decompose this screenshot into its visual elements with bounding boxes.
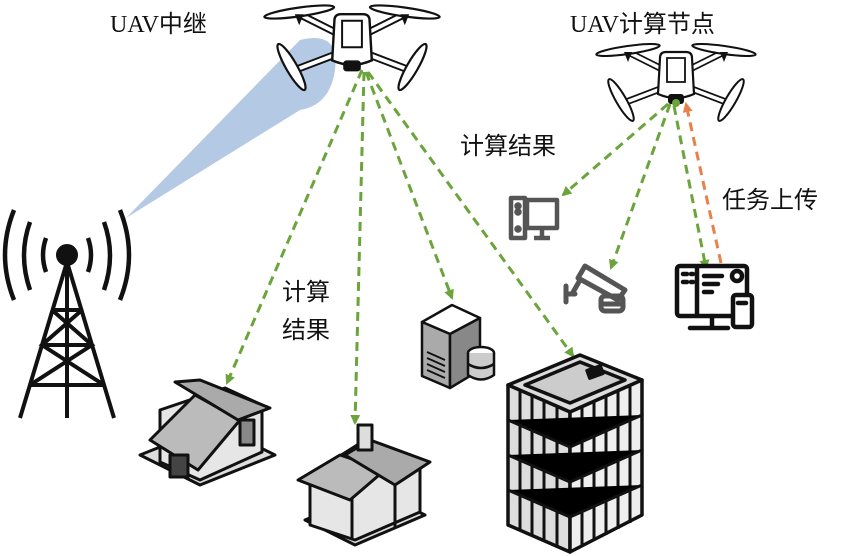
arrow-compute-to-pc bbox=[561, 102, 669, 197]
arrow-relay-to-building bbox=[366, 71, 575, 358]
uav-compute-label: UAV计算节点 bbox=[570, 12, 715, 38]
multi-device-icon bbox=[674, 263, 755, 331]
arrow-relay-to-house1 bbox=[225, 69, 364, 385]
compute-result-label-right: 计算结果 bbox=[460, 132, 556, 160]
relay-beam bbox=[126, 38, 336, 218]
server-icon bbox=[420, 303, 496, 390]
office-building-icon bbox=[506, 353, 644, 554]
uav-relay-label: UAV中继 bbox=[110, 12, 207, 38]
compute-result-label-left-line2: 结果 bbox=[282, 316, 330, 344]
arrow-relay-to-house2 bbox=[350, 71, 366, 425]
security-camera-icon bbox=[563, 263, 628, 314]
arrow-compute-to-device bbox=[672, 105, 710, 270]
arrow-device-to-compute-upload bbox=[682, 102, 723, 264]
desktop-pc-icon bbox=[508, 195, 560, 241]
task-upload-label: 任务上传 bbox=[722, 186, 818, 214]
compute-result-label-left-line1: 计算 bbox=[282, 278, 330, 306]
cell-tower-icon bbox=[2, 209, 132, 419]
arrow-relay-to-server bbox=[364, 71, 454, 300]
house-1-icon bbox=[138, 378, 277, 487]
house-2-icon bbox=[296, 423, 432, 547]
